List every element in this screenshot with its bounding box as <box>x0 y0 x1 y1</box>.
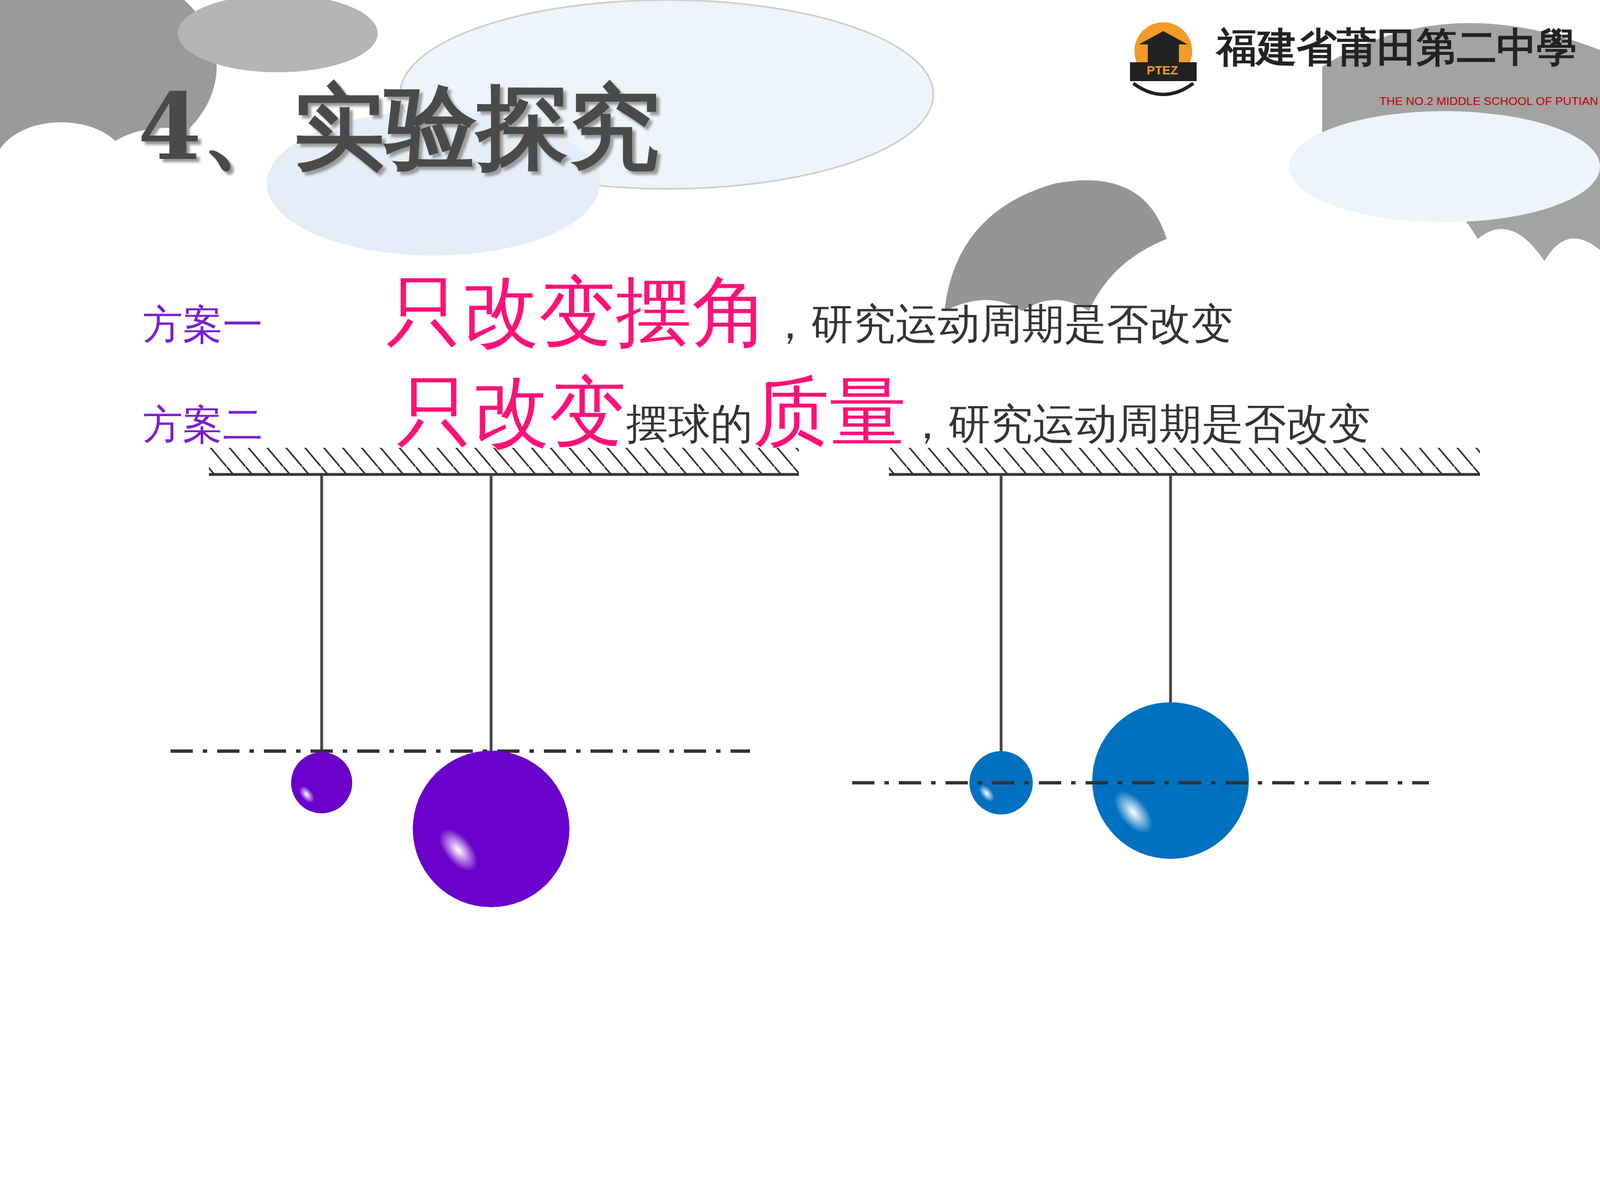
background-clouds <box>0 0 1600 312</box>
logo <box>1130 22 1197 95</box>
pendulum-left <box>170 447 799 908</box>
key-phrase: 只改变 <box>396 361 627 465</box>
question-text: ，研究运动周期是否改变 <box>768 296 1234 354</box>
question-text: ，研究运动周期是否改变 <box>906 396 1371 454</box>
plan-row: 方案一 只改变摆角，研究运动周期是否改变 <box>142 261 1234 365</box>
logo-text: PTEZ <box>1146 63 1178 78</box>
school-name: 福建省莆田第二中學 <box>1216 21 1577 75</box>
pendulum-right <box>852 447 1480 859</box>
plan-row: 方案二 只改变摆球的质量，研究运动周期是否改变 <box>142 361 1371 465</box>
key-phrase: 只改变摆角 <box>385 261 769 365</box>
plan-label: 方案二 <box>142 398 263 452</box>
body-text: 摆球的 <box>626 396 753 454</box>
school-english: THE NO.2 MIDDLE SCHOOL OF PUTIAN <box>1379 94 1599 108</box>
slide-title: 4、实验探究 <box>137 66 660 191</box>
key-phrase: 质量 <box>752 361 907 465</box>
plan-label: 方案一 <box>142 298 263 352</box>
